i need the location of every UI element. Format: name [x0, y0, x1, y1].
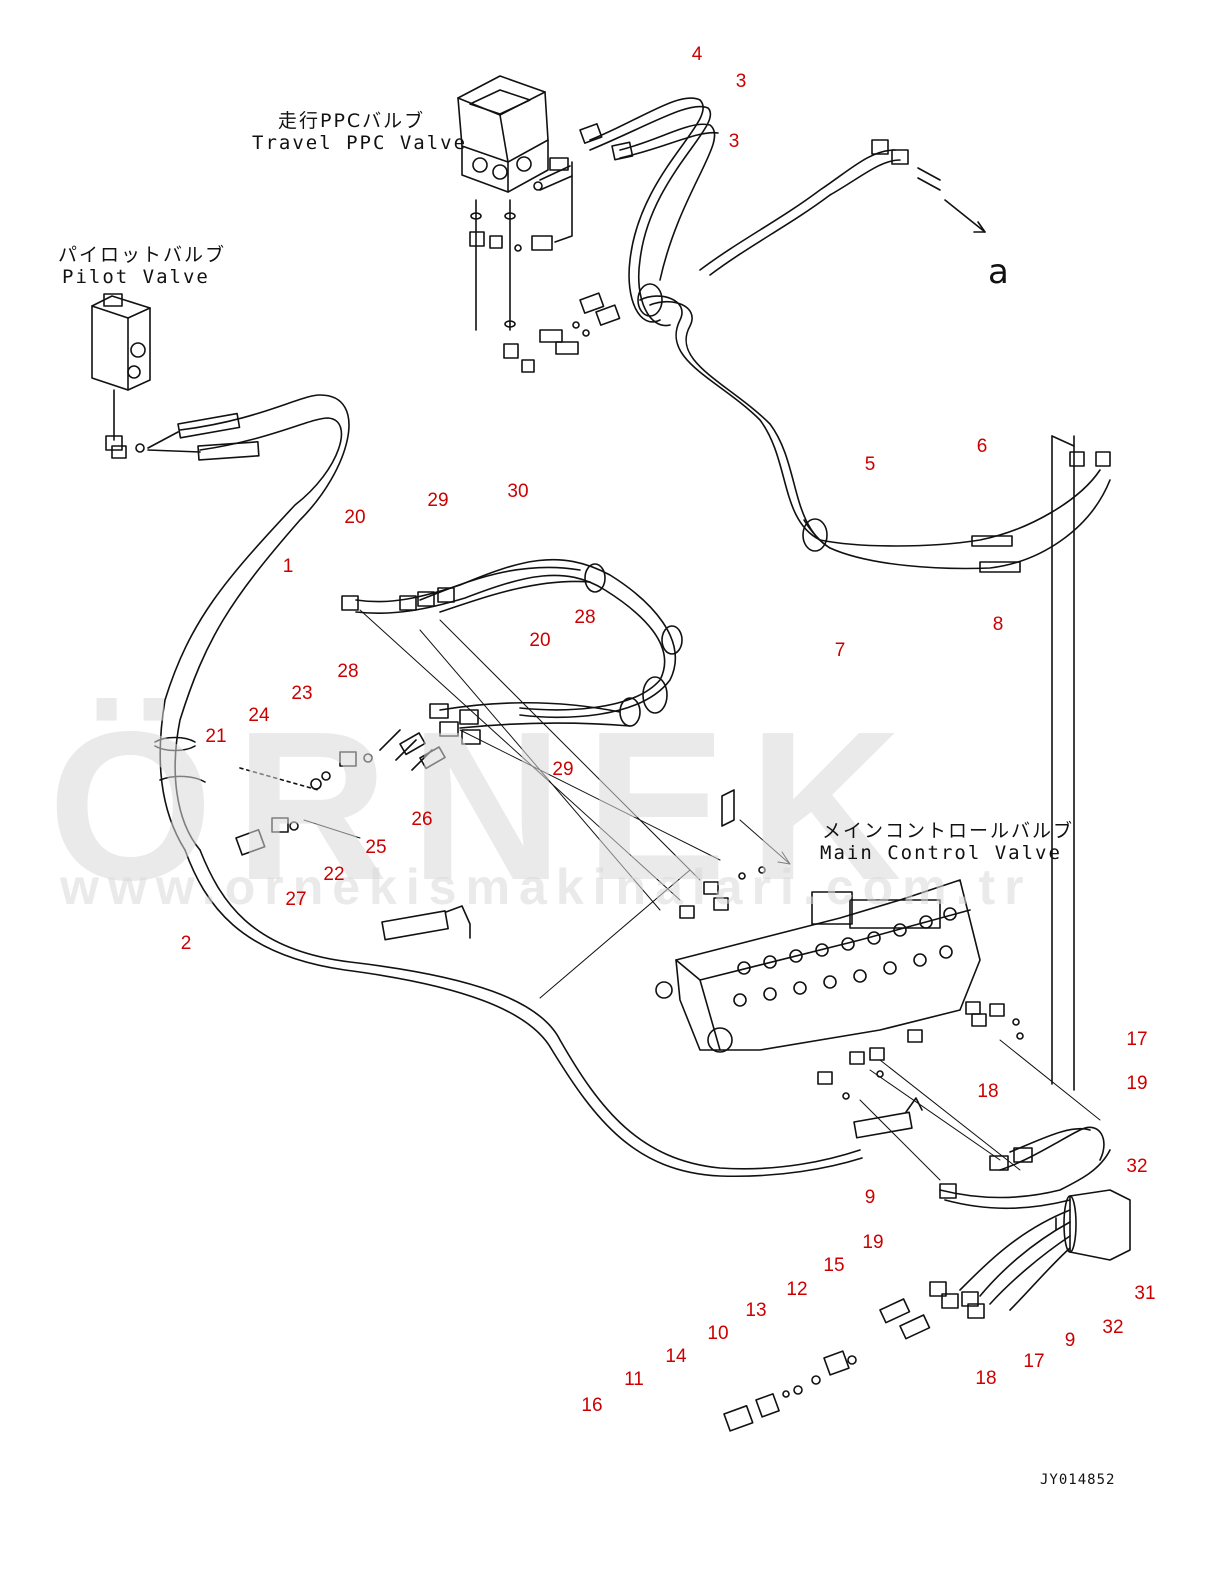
- callout-3: 3: [735, 71, 747, 92]
- callout-2: 2: [180, 933, 192, 954]
- callout-30: 30: [507, 481, 529, 502]
- fittings-10-16-drawing: [723, 1350, 857, 1432]
- callout-15: 15: [823, 1255, 845, 1276]
- callout-12: 12: [786, 1279, 808, 1300]
- watermark-brand: ÖRNEK: [48, 687, 924, 924]
- main-control-valve-label-jp: メインコントロールバルブ: [822, 820, 1075, 842]
- callout-28: 28: [574, 607, 596, 628]
- callout-5: 5: [864, 454, 876, 475]
- callout-27: 27: [285, 889, 307, 910]
- callout-9: 9: [1064, 1330, 1076, 1351]
- callout-9: 9: [864, 1187, 876, 1208]
- callout-24: 24: [248, 705, 270, 726]
- callout-6: 6: [976, 436, 988, 457]
- leader-lines: [359, 609, 1101, 1181]
- callout-19: 19: [1126, 1073, 1148, 1094]
- callout-29: 29: [427, 490, 449, 511]
- main-control-valve-drawing: [655, 789, 1024, 1100]
- callout-13: 13: [745, 1300, 767, 1321]
- callout-11: 11: [624, 1369, 644, 1390]
- watermark-url: www.ornekismakinalari.com.tr: [60, 859, 1033, 915]
- fittings-21-27-drawing: [235, 751, 373, 856]
- callout-18: 18: [977, 1081, 999, 1102]
- pilot-valve-label-en: Pilot Valve: [62, 266, 210, 288]
- hoses-20-28-drawing: [341, 558, 683, 771]
- callout-1: 1: [282, 556, 294, 577]
- hose-2-drawing: [184, 849, 923, 1178]
- callout-14: 14: [665, 1346, 687, 1367]
- document-id: JY014852: [1040, 1472, 1116, 1488]
- callout-21: 21: [205, 726, 227, 747]
- callout-26: 26: [411, 809, 433, 830]
- hoses-9-17-19-drawing: [879, 1126, 1131, 1340]
- callout-18: 18: [975, 1368, 997, 1389]
- callout-17: 17: [1023, 1351, 1045, 1372]
- callout-19: 19: [862, 1232, 884, 1253]
- callout-28: 28: [337, 661, 359, 682]
- callout-7: 7: [834, 640, 846, 661]
- callout-3: 3: [728, 131, 740, 152]
- travel-ppc-valve-label-en: Travel PPC Valve: [252, 132, 468, 154]
- travel-ppc-valve-label-jp: 走行PPCバルブ: [278, 110, 426, 132]
- pilot-valve-label-jp: パイロットバルブ: [58, 244, 227, 266]
- main-control-valve-label-en: Main Control Valve: [820, 842, 1062, 864]
- reference-a-label: a: [988, 252, 1009, 292]
- travel-ppc-valve-drawing: [457, 75, 590, 373]
- callout-25: 25: [365, 837, 387, 858]
- hose-1-drawing: [154, 394, 350, 851]
- callout-8: 8: [992, 614, 1004, 635]
- callout-16: 16: [581, 1395, 603, 1416]
- pilot-valve-drawing: [91, 293, 201, 459]
- callout-32: 32: [1102, 1317, 1124, 1338]
- callout-20: 20: [529, 630, 551, 651]
- callout-32: 32: [1126, 1156, 1148, 1177]
- callout-17: 17: [1126, 1029, 1148, 1050]
- callout-23: 23: [291, 683, 313, 704]
- callout-31: 31: [1134, 1283, 1156, 1304]
- frame-lines: [1051, 435, 1075, 1091]
- callout-29: 29: [552, 759, 574, 780]
- callout-4: 4: [691, 44, 703, 65]
- callout-20: 20: [344, 507, 366, 528]
- hoses-3-4-drawing: [579, 97, 1111, 573]
- callout-10: 10: [707, 1323, 729, 1344]
- callout-22: 22: [323, 864, 345, 885]
